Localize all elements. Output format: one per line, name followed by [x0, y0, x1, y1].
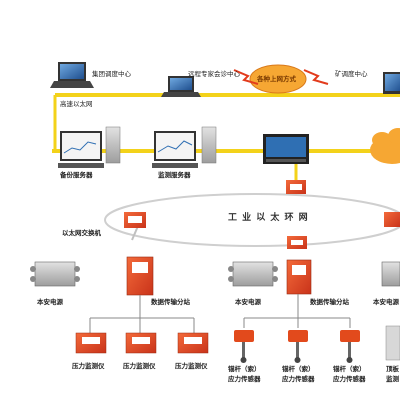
- pressure-monitor-3: [177, 332, 209, 354]
- label-data-substation-middle: 数据传输分站: [310, 298, 349, 306]
- lightning-right: [303, 69, 329, 85]
- label-monitor-server: 监测服务器: [158, 171, 191, 179]
- label-backup-server: 备份服务器: [60, 171, 93, 179]
- label-stress-1: 应力传感器: [228, 375, 261, 383]
- internet-cloud: [370, 128, 400, 164]
- label-anchor-3: 锚杆（索）: [333, 365, 366, 373]
- lightning-left: [233, 69, 259, 85]
- label-ethernet: 高速以太网: [60, 100, 93, 108]
- label-monitor-partial: 监测: [386, 375, 399, 383]
- ethernet-switch-right: [384, 212, 400, 227]
- label-pressure-monitor-1: 压力监测仪: [72, 362, 105, 370]
- label-expert-center: 远程专家会诊中心: [188, 70, 240, 78]
- label-stress-3: 应力传感器: [333, 375, 366, 383]
- label-safety-power-right: 本安电源: [373, 298, 399, 306]
- industrial-ring-network: [104, 193, 400, 247]
- ethernet-bus-top: [55, 93, 400, 97]
- laptop-mine-center: [383, 72, 400, 94]
- access-modes-bubble: [249, 64, 307, 94]
- monitor-server-workstation: [152, 126, 217, 168]
- wiring-middle: [243, 294, 351, 328]
- ring-connector-left: [131, 225, 139, 241]
- safety-power-right: [381, 261, 400, 287]
- label-roof-partial: 顶板: [386, 365, 399, 373]
- ethernet-switch-top: [286, 164, 306, 194]
- safety-power-middle: [228, 261, 278, 287]
- anchor-stress-sensor-1: [234, 330, 254, 363]
- anchor-stress-sensor-2: [288, 330, 308, 363]
- label-safety-power-middle: 本安电源: [235, 298, 261, 306]
- data-substation-left: [126, 256, 154, 296]
- label-group-center: 集团调度中心: [92, 70, 131, 78]
- data-substation-middle: [286, 259, 312, 295]
- ethernet-switch-left: [124, 212, 146, 228]
- safety-power-left: [30, 261, 80, 287]
- label-data-substation-left: 数据传输分站: [151, 298, 190, 306]
- laptop-expert-center: [161, 76, 201, 97]
- laptop-group-center: [50, 62, 94, 88]
- label-access-modes: 各种上网方式: [257, 75, 296, 83]
- pressure-monitor-2: [125, 332, 157, 354]
- label-ethernet-switch: 以太网交换机: [62, 229, 101, 237]
- industrial-computer: [263, 134, 309, 164]
- label-ring-network: 工 业 以 太 环 网: [228, 213, 309, 223]
- roof-monitor-partial: [385, 325, 400, 361]
- anchor-stress-sensor-3: [340, 330, 360, 363]
- label-anchor-1: 锚杆（索）: [228, 365, 261, 373]
- label-pressure-monitor-2: 压力监测仪: [123, 362, 156, 370]
- label-stress-2: 应力传感器: [282, 375, 315, 383]
- pressure-monitor-1: [75, 332, 107, 354]
- label-safety-power-left: 本安电源: [37, 298, 63, 306]
- ethernet-bus-middle: [52, 149, 400, 153]
- backup-server-workstation: [58, 126, 121, 168]
- wiring-left: [89, 295, 195, 333]
- label-pressure-monitor-3: 压力监测仪: [175, 362, 208, 370]
- label-anchor-2: 锚杆（索）: [282, 365, 315, 373]
- ethernet-switch-middle: [287, 236, 307, 249]
- label-mine-center: 矿调度中心: [335, 70, 368, 78]
